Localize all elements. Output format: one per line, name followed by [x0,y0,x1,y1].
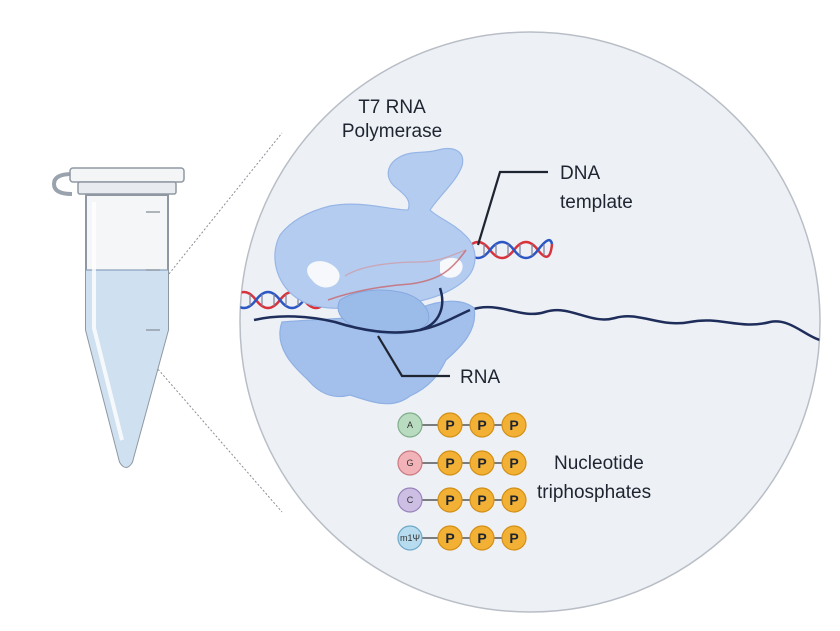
nucleoside-base-label: C [407,495,414,505]
ntp-label-line1: Nucleotide [554,453,644,474]
dna-label-line1: DNA [560,163,600,184]
phosphate-label: P [509,530,518,546]
dna-leader-line [476,170,548,246]
phosphate-label: P [477,455,486,471]
phosphate-label: P [445,530,454,546]
phosphate-group [437,525,463,551]
tube-liquid [86,270,168,467]
phosphate-group [437,412,463,438]
phosphate-label: P [509,455,518,471]
polymerase-label-line2: Polymerase [342,121,442,142]
phosphate-label: P [509,417,518,433]
phosphate-label: P [445,455,454,471]
phosphate-group [501,412,527,438]
ntp-row: m1Ψ P P P [397,525,527,551]
phosphate-label: P [477,530,486,546]
nucleoside-base-label: m1Ψ [400,533,420,543]
phosphate-group [437,450,463,476]
phosphate-group [501,525,527,551]
magnified-view-circle [239,31,821,613]
t7-rna-polymerase [274,147,476,405]
ntp-label-line2: triphosphates [537,482,651,503]
leader-lines [377,170,548,378]
phosphate-group [501,487,527,513]
dna-template [240,238,554,310]
nucleoside-base [397,487,423,513]
rna-strand [469,305,820,342]
phosphate-label: P [477,417,486,433]
phosphate-group [437,487,463,513]
polymerase-label-line1: T7 RNA [358,97,426,118]
phosphate-group [469,487,495,513]
phosphate-group [469,525,495,551]
phosphate-label: P [509,492,518,508]
phosphate-label: P [477,492,486,508]
dna-label-line2: template [560,192,633,213]
phosphate-group [469,450,495,476]
phosphate-group [469,412,495,438]
nucleoside-base [397,525,423,551]
phosphate-group [501,450,527,476]
phosphate-label: P [445,492,454,508]
phosphate-label: P [445,417,454,433]
nucleoside-base [397,450,423,476]
rna-leader-line [377,335,450,378]
nucleoside-base [397,412,423,438]
nucleoside-base-label: G [406,458,413,468]
nucleoside-base-label: A [407,420,413,430]
rna-label: RNA [460,367,500,388]
microcentrifuge-tube [51,167,185,468]
